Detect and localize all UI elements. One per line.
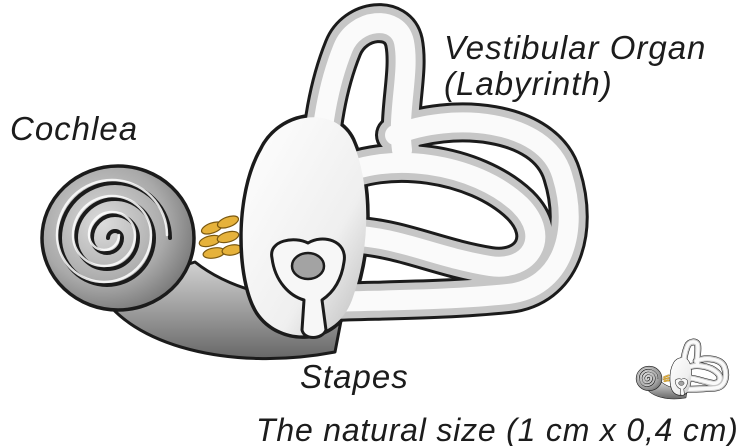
cochlea-label: Cochlea — [10, 112, 138, 145]
vestibular-organ-label: Vestibular Organ — [444, 31, 706, 64]
stapes-opening — [292, 253, 324, 279]
nerve-fiber — [216, 229, 240, 244]
natural-size-caption: The natural size (1 cm x 0,4 cm) — [256, 414, 739, 446]
nerve-bundle — [198, 214, 243, 260]
nerve-fiber — [216, 214, 240, 231]
stapes-label: Stapes — [300, 360, 409, 393]
natural-size-thumbnail — [636, 342, 726, 399]
labyrinth-label: (Labyrinth) — [444, 67, 613, 100]
